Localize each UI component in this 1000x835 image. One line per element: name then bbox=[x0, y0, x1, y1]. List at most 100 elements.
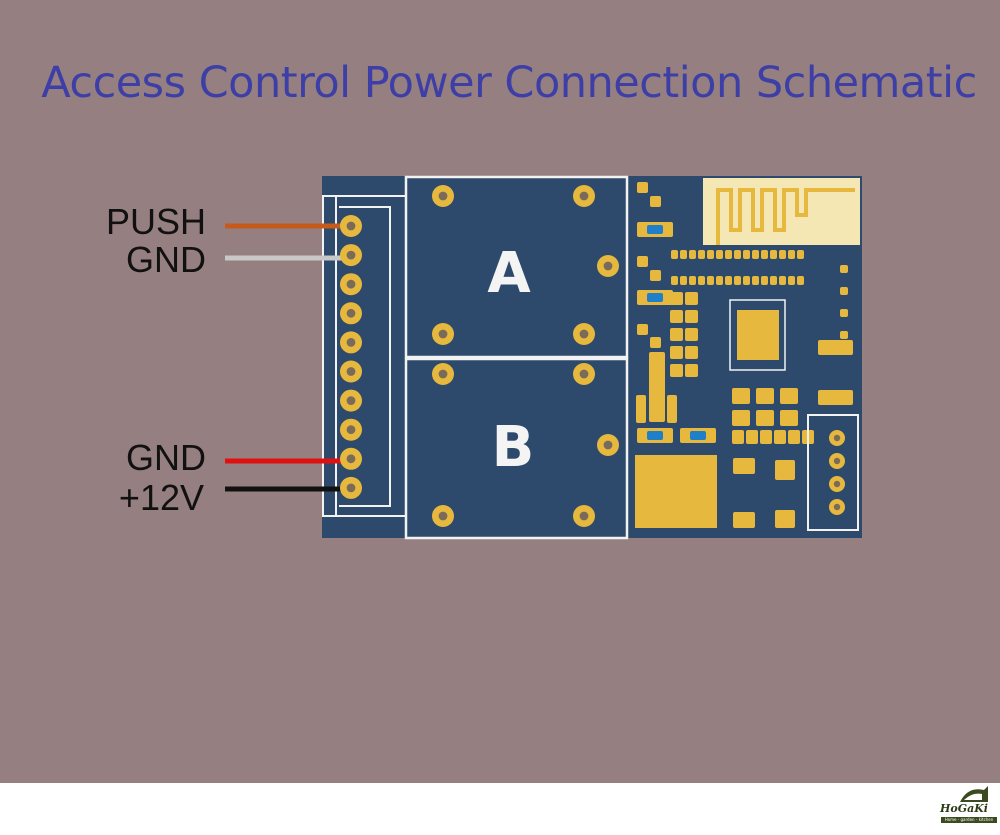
capacitor bbox=[690, 431, 706, 440]
smd-pad bbox=[650, 337, 661, 348]
capacitor bbox=[647, 431, 663, 440]
smd-pad bbox=[797, 276, 804, 285]
terminal-pin-drill bbox=[346, 221, 356, 231]
label-gnd-top: GND bbox=[126, 239, 206, 280]
smd-pad bbox=[752, 276, 759, 285]
smd-pad bbox=[689, 250, 696, 259]
terminal-pin-drill bbox=[346, 250, 356, 260]
smd-pad bbox=[756, 388, 774, 404]
smd-pad bbox=[840, 287, 848, 295]
smd-pad bbox=[636, 395, 646, 423]
smd-pad bbox=[780, 410, 798, 426]
smd-pad bbox=[761, 250, 768, 259]
pcb-board-drawing: A B bbox=[225, 175, 862, 540]
smd-pad bbox=[840, 331, 848, 339]
relay-pin-drill bbox=[579, 191, 589, 201]
smd-pad bbox=[797, 250, 804, 259]
smd-pad bbox=[725, 250, 732, 259]
diagram-title: Access Control Power Connection Schemati… bbox=[41, 58, 977, 108]
house-leaf-icon bbox=[960, 786, 988, 802]
smd-pad bbox=[734, 276, 741, 285]
smd-pad bbox=[770, 250, 777, 259]
smd-pad bbox=[670, 310, 683, 323]
smd-pad bbox=[685, 346, 698, 359]
smd-pad bbox=[779, 250, 786, 259]
smd-pad bbox=[670, 292, 683, 305]
chip-pad bbox=[737, 310, 779, 360]
smd-pad bbox=[732, 388, 750, 404]
chip-outline bbox=[729, 299, 786, 371]
smd-pad bbox=[752, 250, 759, 259]
relay-pin-drill bbox=[438, 191, 448, 201]
smd-pad bbox=[670, 328, 683, 341]
smd-pad bbox=[671, 276, 678, 285]
antenna-trace bbox=[716, 188, 855, 245]
smd-pad bbox=[733, 512, 755, 528]
relay-pin-drill bbox=[603, 261, 613, 271]
relay-pin-drill bbox=[579, 369, 589, 379]
smd-pad bbox=[775, 510, 795, 528]
smd-pad bbox=[650, 196, 661, 207]
smd-pad bbox=[788, 430, 800, 444]
terminal-pin-drill bbox=[346, 279, 356, 289]
smd-pad bbox=[733, 458, 755, 474]
relay-pin-drill bbox=[579, 329, 589, 339]
smd-pad bbox=[840, 309, 848, 317]
relay-pin-drill bbox=[438, 329, 448, 339]
smd-pad bbox=[774, 430, 786, 444]
smd-pad bbox=[685, 328, 698, 341]
smd-pad bbox=[775, 460, 795, 480]
header-pin-drill bbox=[833, 434, 841, 442]
terminal-pin-drill bbox=[346, 308, 356, 318]
diagram-canvas: Access Control Power Connection Schemati… bbox=[0, 0, 1000, 783]
smd-pad bbox=[689, 276, 696, 285]
relay-pin-drill bbox=[603, 440, 613, 450]
smd-pad bbox=[760, 430, 772, 444]
smd-pad bbox=[818, 340, 853, 355]
smd-pad bbox=[732, 410, 750, 426]
logo-tagline: Home - garden - kitchen bbox=[941, 817, 997, 823]
smd-pad bbox=[637, 256, 648, 267]
terminal-pin-drill bbox=[346, 454, 356, 464]
smd-pad bbox=[788, 276, 795, 285]
hogaki-logo: HoGaKi Home - garden - kitchen bbox=[938, 784, 1000, 835]
relay-pin-drill bbox=[438, 511, 448, 521]
capacitor bbox=[647, 225, 663, 234]
smd-pad bbox=[670, 346, 683, 359]
header-pin-drill bbox=[833, 503, 841, 511]
relay-a-label: A bbox=[487, 241, 531, 306]
smd-pad bbox=[650, 270, 661, 281]
capacitor bbox=[647, 293, 663, 302]
smd-pad bbox=[746, 430, 758, 444]
smd-pad bbox=[840, 265, 848, 273]
smd-pad bbox=[685, 292, 698, 305]
relay-b-label: B bbox=[492, 415, 535, 480]
header-pin-drill bbox=[833, 457, 841, 465]
smd-pad bbox=[779, 276, 786, 285]
header-pin-drill bbox=[833, 480, 841, 488]
smd-pad bbox=[788, 250, 795, 259]
smd-pad bbox=[818, 390, 853, 405]
smd-pad bbox=[707, 250, 714, 259]
smd-pad bbox=[716, 276, 723, 285]
header-outline bbox=[807, 414, 859, 531]
smd-pad bbox=[716, 250, 723, 259]
smd-pad bbox=[698, 276, 705, 285]
smd-pad bbox=[725, 276, 732, 285]
logo-name: HoGaKi bbox=[940, 802, 988, 815]
smd-pad bbox=[637, 182, 648, 193]
smd-pad bbox=[680, 276, 687, 285]
smd-pad bbox=[680, 250, 687, 259]
smd-pad bbox=[756, 410, 774, 426]
smd-pad bbox=[671, 250, 678, 259]
label-push: PUSH bbox=[105, 201, 206, 242]
smd-pad bbox=[685, 310, 698, 323]
terminal-pin-drill bbox=[346, 396, 356, 405]
smd-pad bbox=[707, 276, 714, 285]
smd-pad bbox=[667, 395, 677, 423]
smd-pad bbox=[743, 250, 750, 259]
smd-pad bbox=[698, 250, 705, 259]
smd-pad bbox=[761, 276, 768, 285]
smd-pad bbox=[670, 364, 683, 377]
terminal-pin-drill bbox=[346, 425, 356, 435]
